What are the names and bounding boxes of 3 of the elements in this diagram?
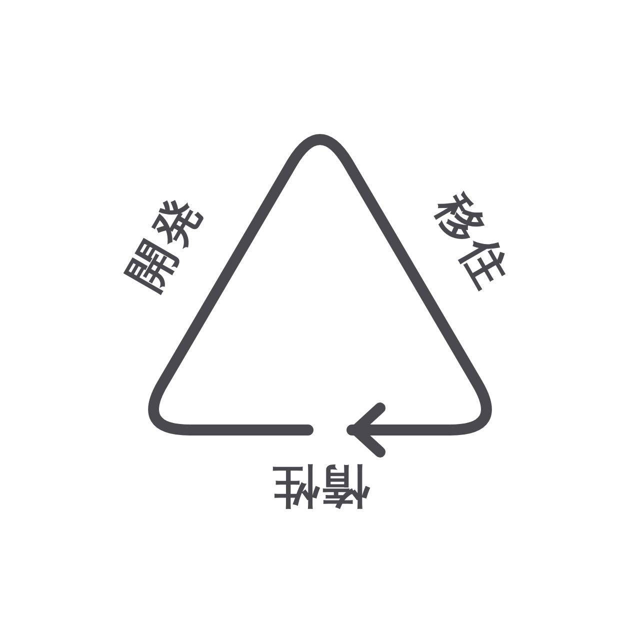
cycle-label: 開発 (120, 187, 210, 297)
cycle-label: 惰性 (268, 464, 368, 510)
cycle-label: 移住 (429, 187, 519, 297)
